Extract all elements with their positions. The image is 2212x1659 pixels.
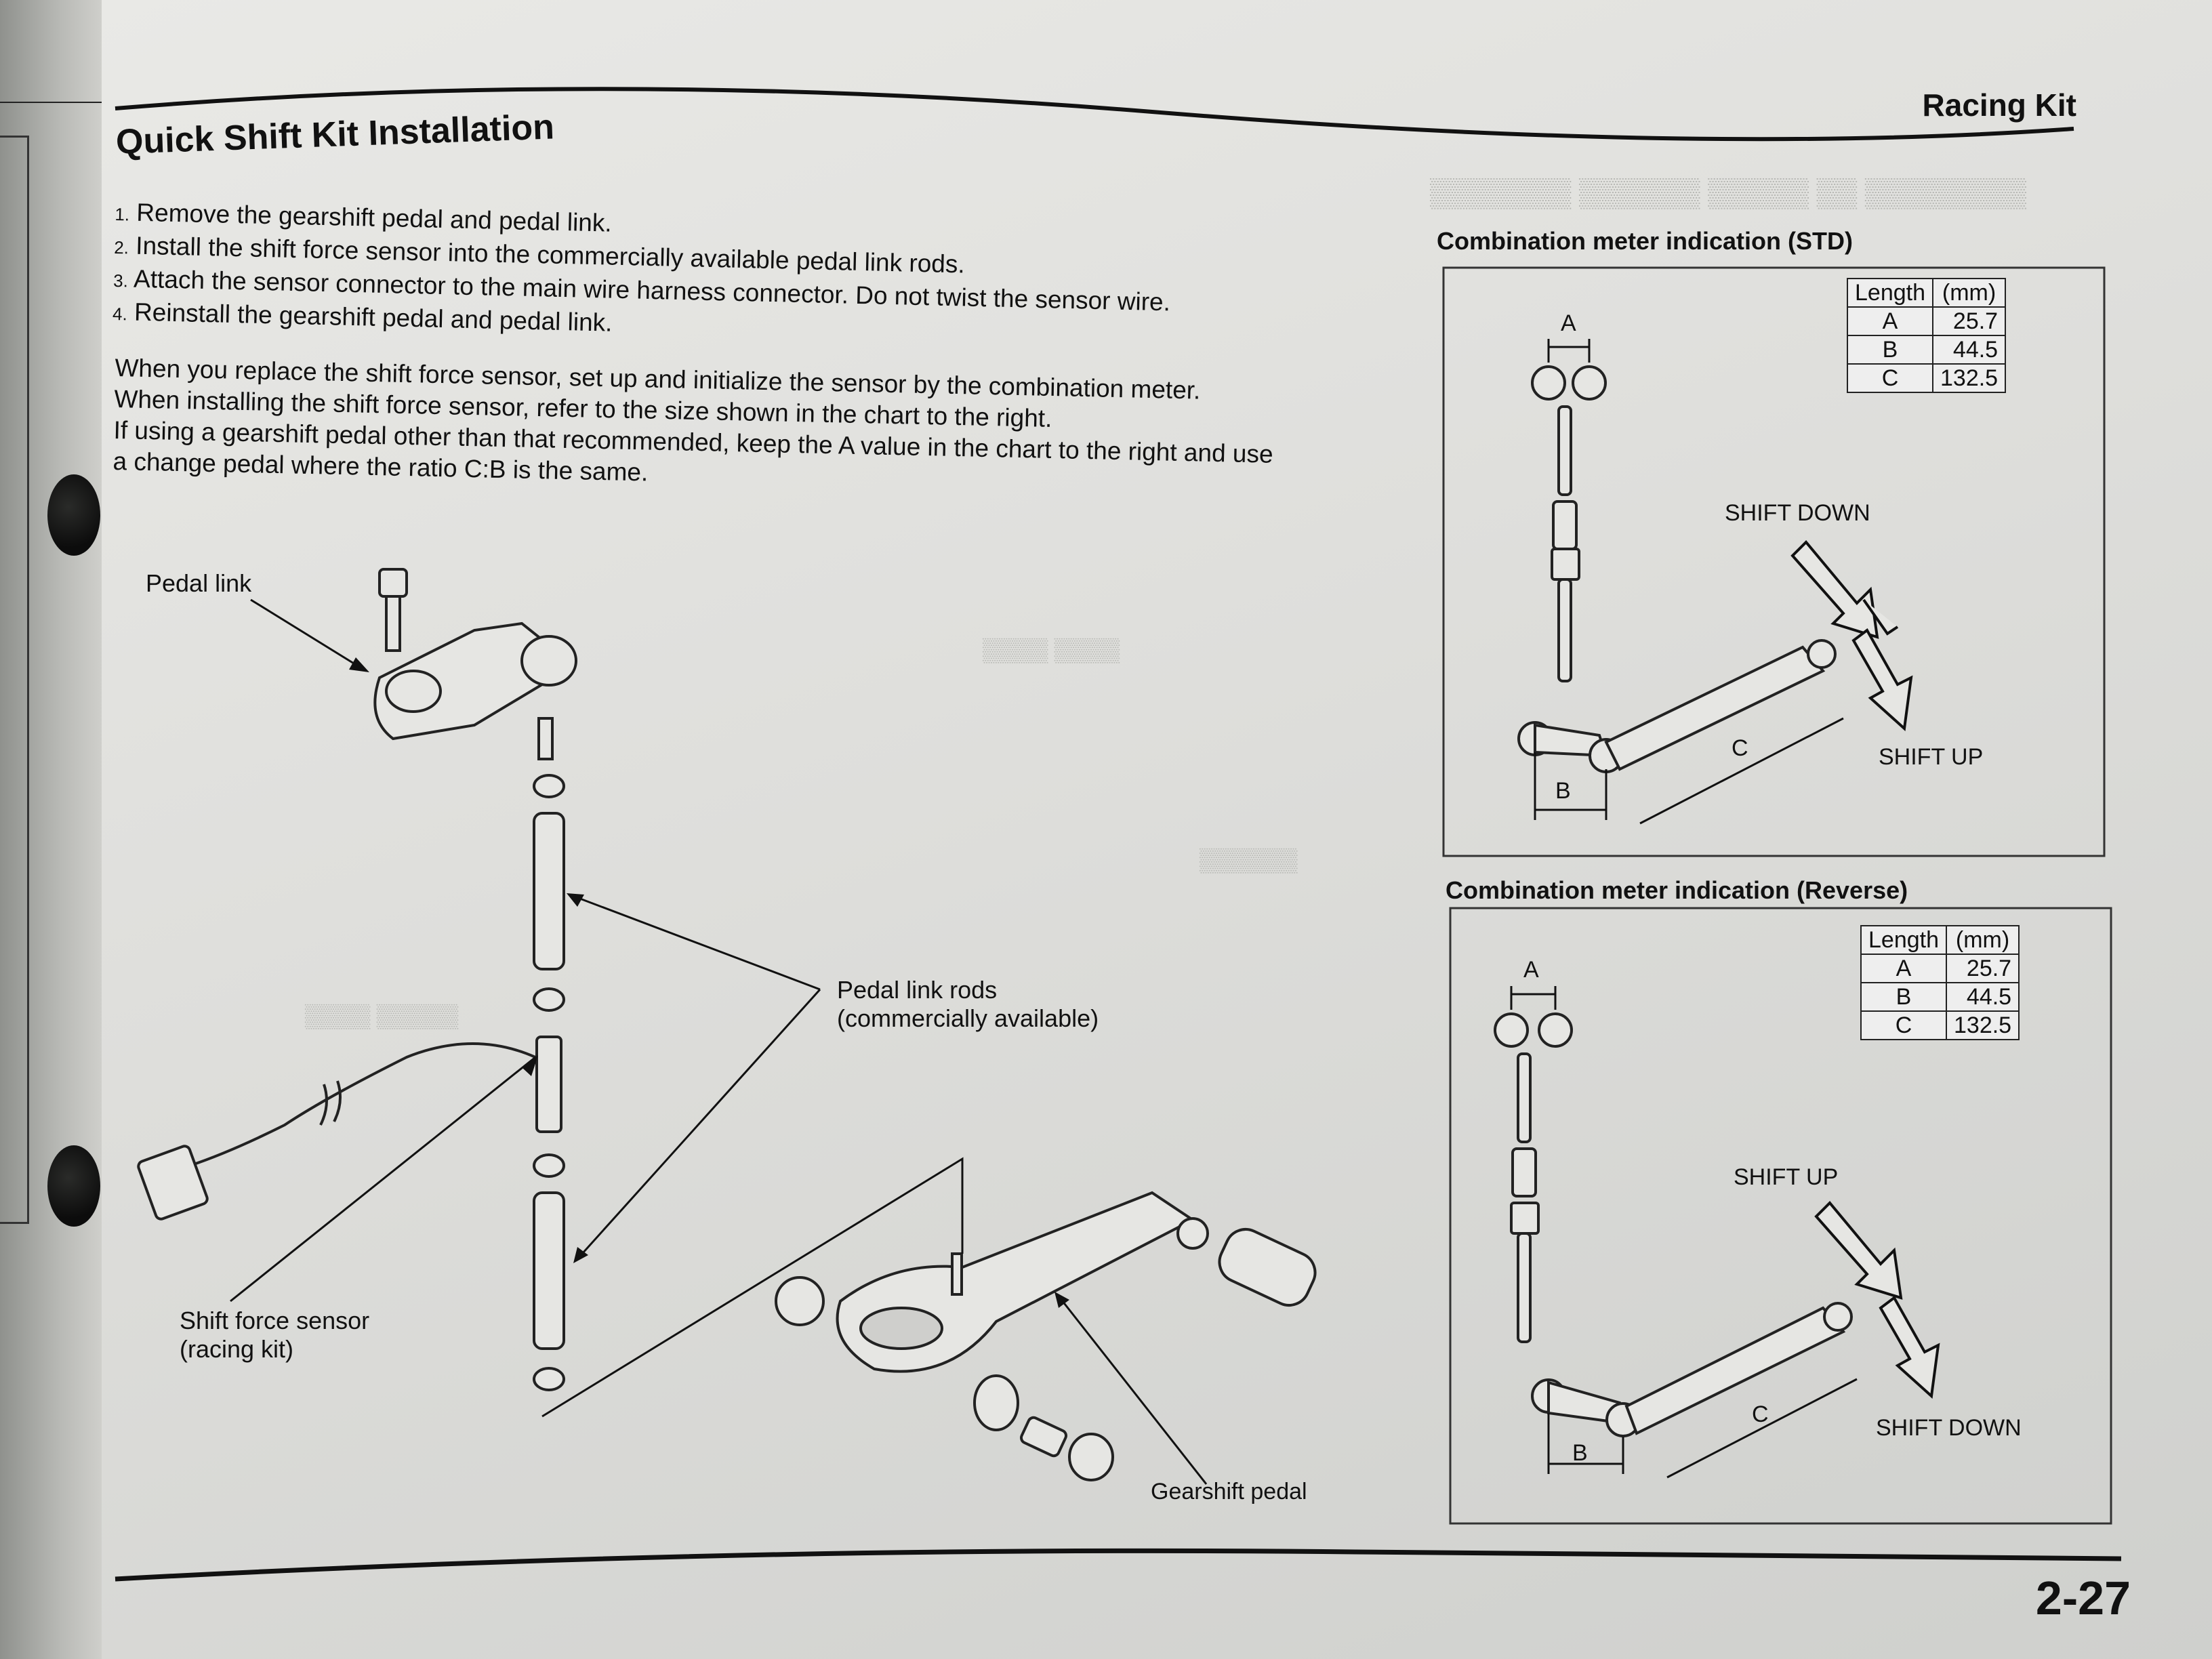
rev-linkage xyxy=(1494,1012,1853,1437)
link-rod-upper xyxy=(533,812,565,970)
nut xyxy=(533,774,565,798)
shift-force-sensor-body xyxy=(535,1036,562,1133)
std-shift-arrows xyxy=(1790,540,1913,732)
pedal-bolt-head xyxy=(1068,1433,1114,1481)
rev-shift-up-label: SHIFT UP xyxy=(1734,1164,1839,1190)
std-linkage xyxy=(1517,365,1837,773)
pedal-pivot-hole xyxy=(859,1307,943,1350)
std-panel-title: Combination meter indication (STD) xyxy=(1437,227,1853,255)
bolt-head xyxy=(378,568,408,598)
rev-panel-frame xyxy=(1449,907,2112,1525)
exploded-diagram xyxy=(137,568,1317,1481)
nut xyxy=(533,987,565,1012)
installation-notes: When you replace the shift force sensor,… xyxy=(112,352,1275,501)
sensor-connector xyxy=(137,1145,209,1221)
table-header: (mm) xyxy=(1945,925,2020,955)
pedal-bolt xyxy=(1019,1416,1068,1458)
std-dim-b: B xyxy=(1555,778,1571,804)
facing-page-frame xyxy=(0,136,29,1224)
manual-page: ▒▒▒▒▒▒▒▒ ▒▒ ▒▒▒▒▒ ▒▒▒▒▒▒ ▒▒▒▒▒▒▒ ▒▒▒▒ ▒▒… xyxy=(47,0,2212,1659)
callout-pedal-link-rods: Pedal link rods (commercially available) xyxy=(837,976,1099,1033)
rev-dim-a: A xyxy=(1523,957,1539,983)
leader-pedal-link xyxy=(250,598,367,672)
rev-shift-down-label: SHIFT DOWN xyxy=(1876,1415,2022,1441)
callout-gearshift-pedal: Gearshift pedal xyxy=(1151,1479,1307,1504)
facing-page-edge xyxy=(0,0,102,1659)
pedal-link-eye xyxy=(385,670,442,713)
rod-thread xyxy=(537,717,554,760)
std-dim-c: C xyxy=(1732,735,1748,761)
std-shift-up-label: SHIFT UP xyxy=(1879,744,1984,770)
binder-hole-top xyxy=(47,474,100,556)
callout-pedal-link: Pedal link xyxy=(146,569,252,597)
pedal-tip-pin xyxy=(1176,1217,1209,1250)
callout-shift-force-sensor: Shift force sensor (racing kit) xyxy=(180,1307,369,1364)
rev-dim-c: C xyxy=(1752,1401,1769,1427)
leader-rods-upper xyxy=(569,893,821,991)
callout-line: (commercially available) xyxy=(837,1004,1099,1032)
pedal-rubber xyxy=(1218,1228,1317,1307)
callout-line: (racing kit) xyxy=(180,1335,294,1363)
table-header: Length xyxy=(1847,278,1933,308)
rev-shift-arrows xyxy=(1814,1201,1940,1399)
table-header: (mm) xyxy=(1931,278,2007,308)
installation-steps: 1. Remove the gearshift pedal and pedal … xyxy=(112,197,1172,353)
callout-line: Pedal link rods xyxy=(837,976,998,1004)
rev-panel-title: Combination meter indication (Reverse) xyxy=(1446,876,1908,904)
leader-lines xyxy=(230,598,1208,1485)
sensor-cable xyxy=(189,1042,536,1167)
link-rod-lower xyxy=(533,1191,565,1350)
cable-break-mark xyxy=(319,1080,342,1126)
washer-2 xyxy=(973,1374,1019,1431)
table-header: Length xyxy=(1860,925,1947,955)
nut xyxy=(533,1153,565,1178)
leader-sensor xyxy=(230,1056,536,1303)
facing-page-rule xyxy=(0,102,102,103)
pedal-stud xyxy=(951,1252,963,1296)
binder-hole-bottom xyxy=(47,1145,100,1227)
std-panel-frame xyxy=(1442,266,2106,857)
std-dimension-lines xyxy=(1534,339,1844,825)
nut xyxy=(533,1367,565,1391)
footer-rule xyxy=(115,1548,2122,1582)
washer xyxy=(775,1276,825,1326)
leader-gearshift-pedal xyxy=(1056,1294,1208,1485)
section-header: Racing Kit xyxy=(1922,87,2076,123)
std-shift-down-label: SHIFT DOWN xyxy=(1725,500,1870,526)
callout-line: Shift force sensor xyxy=(180,1307,370,1334)
pedal-link-eye-2 xyxy=(520,635,577,687)
bolt-shank xyxy=(385,595,401,652)
leader-rods-lower xyxy=(575,988,821,1262)
rev-dim-b: B xyxy=(1572,1440,1588,1466)
assembly-guide-line xyxy=(541,1157,964,1418)
rev-dimension-lines xyxy=(1510,986,1858,1479)
page-number: 2-27 xyxy=(2035,1572,2131,1624)
std-dim-a: A xyxy=(1561,310,1576,336)
header-rule xyxy=(115,87,2074,142)
arrowheads xyxy=(349,657,1069,1308)
